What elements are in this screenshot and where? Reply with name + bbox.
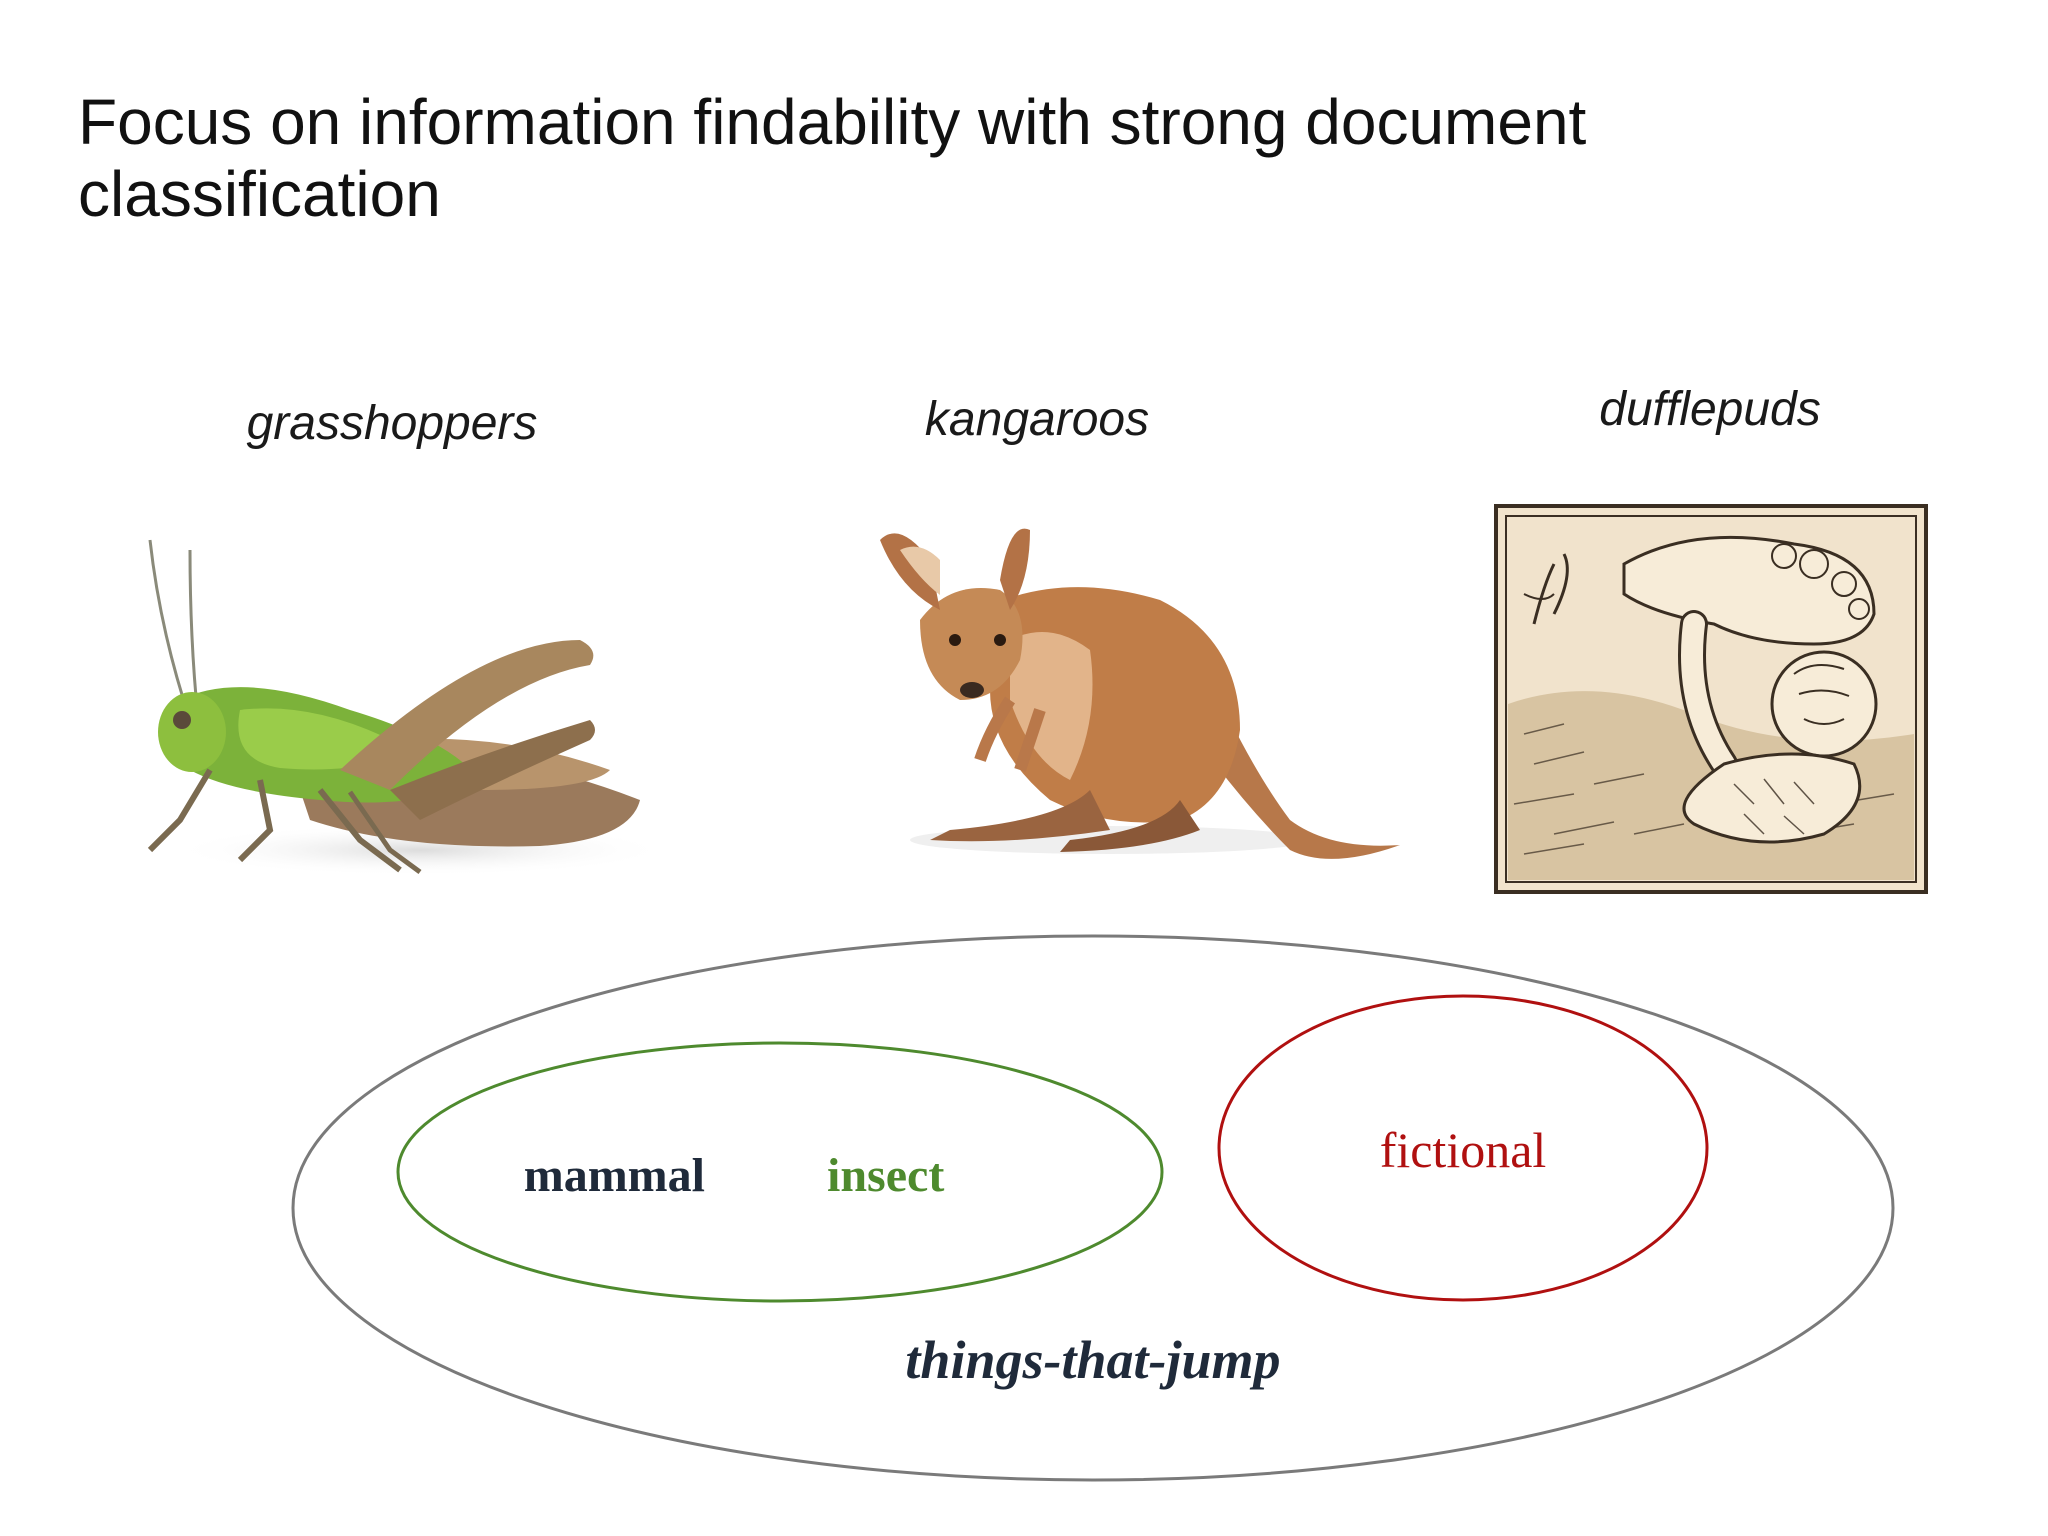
fictional-ellipse (1217, 994, 1709, 1302)
kangaroos-label: kangaroos (924, 393, 1150, 446)
grasshopper-image (147, 539, 670, 876)
kangaroo-image (880, 528, 1400, 859)
slide-title: Focus on information findability with st… (78, 86, 1778, 230)
dufflepud-woodcut-image (1494, 504, 1928, 894)
grasshoppers-label: grasshoppers (246, 397, 538, 450)
things-that-jump-label: things-that-jump (905, 1330, 1280, 1390)
mammal-label: mammal (524, 1149, 705, 1202)
fictional-label: fictional (1380, 1122, 1547, 1178)
slide-title-line-2: classification (78, 158, 441, 230)
insect-label: insect (827, 1149, 944, 1202)
dufflepuds-label: dufflepuds (1599, 383, 1821, 436)
biological-classes-ellipse (396, 1041, 1164, 1303)
things-that-jump-ellipse (291, 934, 1895, 1482)
slide-title-line-1: Focus on information findability with st… (78, 86, 1587, 158)
